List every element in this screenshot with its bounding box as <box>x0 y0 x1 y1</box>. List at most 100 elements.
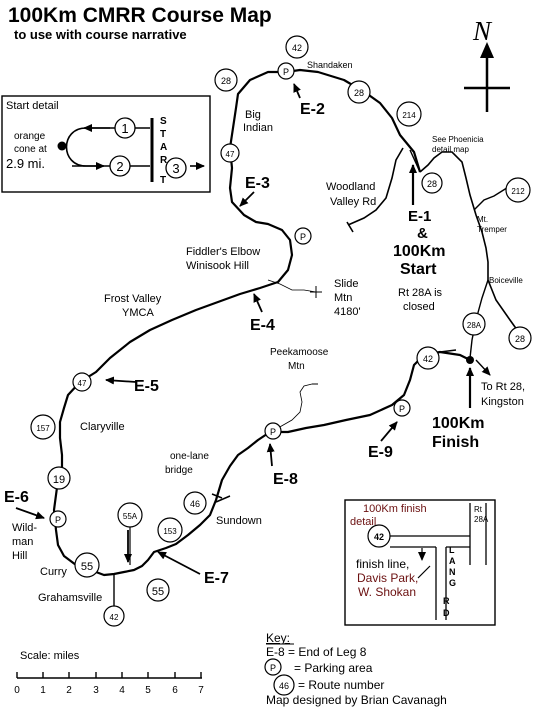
label-mt-tremper-1: Mt. <box>477 215 488 224</box>
woodland-valley-rd <box>347 147 404 226</box>
svg-text:7: 7 <box>198 685 204 696</box>
route-47-a: 47 <box>220 143 240 163</box>
route-28-a: 28 <box>214 68 238 92</box>
route-55-a: 55 <box>74 552 100 578</box>
svg-text:P: P <box>300 232 306 242</box>
leg-e8: E-8 <box>273 471 298 488</box>
label-fiddlers-2: Winisook Hill <box>186 260 249 272</box>
start-num-1: 1 <box>114 117 136 139</box>
finish-rt-2: 28A <box>474 515 489 524</box>
label-rt28a-closed-1: Rt 28A is <box>398 287 443 299</box>
finish-lang-letters: L A N G R D <box>443 545 456 618</box>
label-shandaken: Shandaken <box>307 60 353 70</box>
key-end-leg: E-8 = End of Leg 8 <box>266 645 367 659</box>
route-42-e: 42 <box>416 346 440 370</box>
route-157: 157 <box>30 414 56 440</box>
svg-text:3: 3 <box>172 161 179 176</box>
label-big-indian-1: Big <box>245 109 261 121</box>
start-e1: E-1 <box>408 208 431 225</box>
svg-text:T: T <box>160 175 166 186</box>
svg-text:19: 19 <box>53 474 65 486</box>
route-42-top: 42 <box>285 35 309 59</box>
svg-text:T: T <box>160 129 166 140</box>
leg-e7: E-7 <box>204 570 229 587</box>
svg-text:5: 5 <box>145 685 151 696</box>
scale-bar <box>16 672 202 679</box>
svg-text:214: 214 <box>402 111 416 120</box>
route-212: 212 <box>505 177 531 203</box>
finish-line-label-3: W. Shokan <box>358 585 416 599</box>
svg-text:A: A <box>449 556 456 566</box>
parking-icon: P <box>49 510 67 528</box>
key-credit: Map designed by Brian Cavanagh <box>266 693 447 707</box>
label-woodland-1: Woodland <box>326 181 375 193</box>
leg-e6: E-6 <box>4 489 29 506</box>
cone-line-2: cone at <box>14 144 47 155</box>
route-212-road <box>473 185 511 211</box>
finish-rt-1: Rt <box>474 505 483 514</box>
parking-icon: P <box>277 62 295 80</box>
finish-line-2: Finish <box>432 434 479 451</box>
route-28-d: 28 <box>508 326 532 350</box>
route-19: 19 <box>47 466 71 490</box>
svg-text:28: 28 <box>354 88 364 98</box>
route-28-c: 28 <box>421 172 443 194</box>
svg-text:A: A <box>160 142 167 153</box>
svg-text:28: 28 <box>515 334 525 344</box>
svg-text:2: 2 <box>116 159 123 174</box>
label-mt-tremper-2: Tremper <box>477 225 507 234</box>
north-letter: N <box>472 16 493 46</box>
label-sundown: Sundown <box>216 515 262 527</box>
svg-text:42: 42 <box>292 43 302 53</box>
label-phoenicia-1: See Phoenicia <box>432 135 484 144</box>
finish-route-42: 42 <box>367 524 391 548</box>
svg-text:2: 2 <box>66 685 72 696</box>
label-grahamsville: Grahamsville <box>38 592 102 604</box>
leg-e3: E-3 <box>245 175 270 192</box>
key-parking: = Parking area <box>294 661 373 675</box>
svg-text:N: N <box>449 567 456 577</box>
svg-text:1: 1 <box>121 121 128 136</box>
svg-text:L: L <box>449 545 455 555</box>
route-214: 214 <box>396 101 422 127</box>
route-28-b: 28 <box>347 80 371 104</box>
route-153: 153 <box>157 517 183 543</box>
svg-text:28A: 28A <box>467 321 482 330</box>
leg-e2: E-2 <box>300 101 325 118</box>
key-parking-icon: P <box>264 658 282 676</box>
cone-dot-icon <box>57 141 67 151</box>
parking-icon: P <box>393 399 411 417</box>
key-route: = Route number <box>298 678 384 692</box>
svg-text:R: R <box>443 596 450 606</box>
svg-text:47: 47 <box>226 150 235 159</box>
cone-line-1: orange <box>14 131 46 142</box>
svg-text:28: 28 <box>427 179 437 189</box>
label-wildman-3: Hill <box>12 550 27 562</box>
svg-text:28: 28 <box>221 76 231 86</box>
key-route-icon: 46 <box>273 674 295 696</box>
start-amp: & <box>417 225 428 242</box>
finish-line-label-2: Davis Park, <box>357 571 418 585</box>
route-42-s: 42 <box>103 605 125 627</box>
svg-text:42: 42 <box>110 613 119 622</box>
key-title: Key: <box>266 631 290 645</box>
finish-roads <box>390 503 487 620</box>
svg-text:6: 6 <box>172 685 178 696</box>
label-wildman-2: man <box>12 536 33 548</box>
svg-text:P: P <box>270 663 276 673</box>
svg-text:42: 42 <box>374 532 384 542</box>
svg-text:3: 3 <box>93 685 99 696</box>
svg-text:153: 153 <box>163 527 177 536</box>
phoenicia-road <box>409 149 421 173</box>
route-55-b: 55 <box>146 578 170 602</box>
map-subtitle: to use with course narrative <box>14 27 187 42</box>
route-28-road <box>419 151 521 335</box>
peekamoose-trail <box>277 383 313 429</box>
svg-text:S: S <box>160 116 167 127</box>
svg-text:P: P <box>55 515 61 525</box>
bridge-icon <box>211 493 231 503</box>
scale-label: Scale: miles <box>20 650 80 662</box>
start-vertical-word: S T A R T <box>160 116 168 186</box>
start-detail-title: Start detail <box>6 100 59 112</box>
